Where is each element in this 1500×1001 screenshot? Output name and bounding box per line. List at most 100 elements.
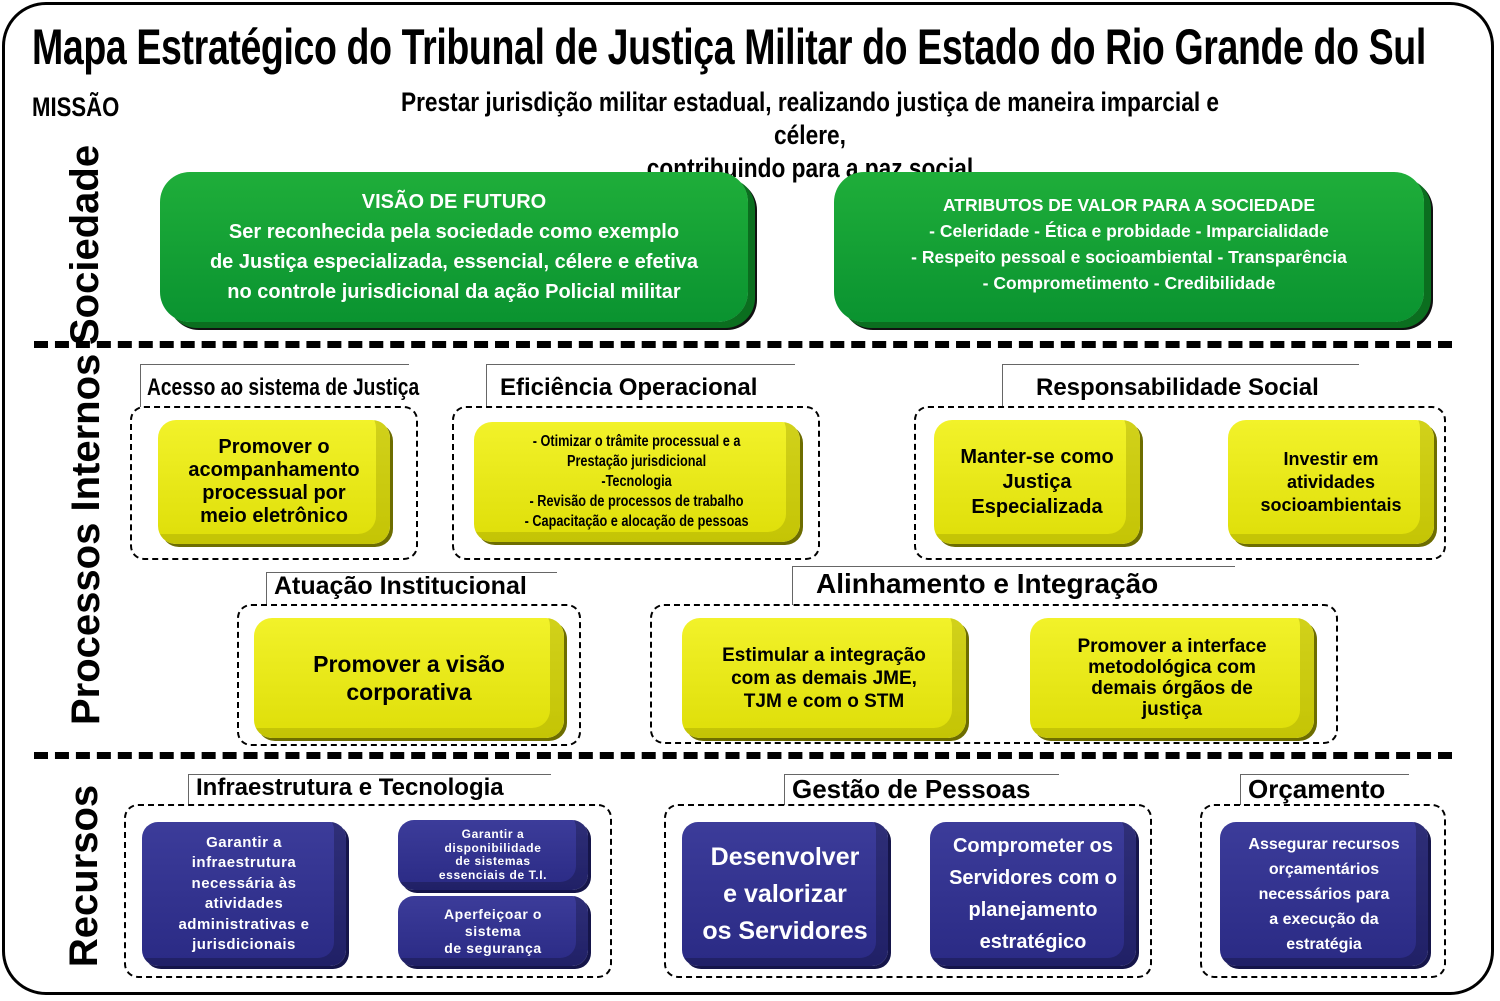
box-line: estratégico — [979, 931, 1087, 953]
box-line: jurisdicionais — [192, 936, 296, 953]
objective-eficiencia-operacional: - Otimizar o trâmite processual e a Pres… — [474, 422, 800, 542]
box-line: necessária às — [191, 874, 297, 892]
bracket — [1002, 364, 1359, 407]
box-line: com as demais JME, — [731, 667, 917, 689]
group-title-pessoas: Gestão de Pessoas — [792, 774, 1031, 804]
box-line: Estimular a integração — [722, 644, 926, 666]
objective-comprometer-servidores: Comprometer os Servidores com o planejam… — [930, 822, 1136, 966]
box-line: Especializada — [971, 495, 1103, 518]
box-line: TJM e com o STM — [743, 690, 905, 712]
box-line: justiça — [1141, 699, 1203, 720]
group-alinhamento — [650, 604, 1338, 744]
box-line: Promover o — [218, 436, 330, 458]
box-line: Promover a visão — [313, 651, 505, 677]
box-line: Prestação jurisdicional — [567, 453, 707, 470]
objective-justica-especializada: Manter-se como Justiça Especializada — [934, 420, 1140, 544]
box-line: -Tecnologia — [601, 473, 673, 490]
separator-2 — [34, 752, 1452, 759]
visao-line: no controle jurisdicional da ação Polici… — [227, 281, 681, 303]
box-line: Investir em — [1283, 448, 1379, 469]
atributos-heading: ATRIBUTOS DE VALOR PARA A SOCIEDADE — [942, 195, 1316, 215]
group-atuacao — [237, 604, 581, 746]
visao-line: Ser reconhecida pela sociedade como exem… — [228, 221, 680, 243]
box-line: Comprometer os — [952, 835, 1114, 857]
objective-recursos-orcamentarios: Assegurar recursos orçamentários necessá… — [1220, 822, 1428, 966]
bracket — [486, 364, 795, 407]
objective-valorizar-servidores: Desenvolver e valorizar os Servidores — [682, 822, 888, 966]
box-line: Promover a interface — [1077, 636, 1267, 657]
box-line: Aperfeiçoar o — [443, 905, 543, 922]
box-line: metodológica com — [1088, 657, 1256, 678]
box-line: Manter-se como — [960, 445, 1114, 468]
box-line: de sistemas — [455, 854, 531, 868]
box-line: essenciais de T.I. — [438, 867, 548, 882]
bracket — [1240, 774, 1409, 805]
group-title-orcamento: Orçamento — [1248, 774, 1386, 804]
box-line: - Capacitação e alocação de pessoas — [525, 513, 749, 530]
box-line: - Revisão de processos de trabalho — [529, 493, 745, 510]
bracket — [784, 774, 1059, 805]
bracket — [140, 364, 409, 407]
box-line: Justiça — [1002, 470, 1072, 493]
objective-socioambientais: Investir em atividades socioambientais — [1228, 420, 1434, 544]
objective-garantir-infraestrutura: Garantir a infraestrutura necessária às … — [142, 822, 346, 966]
box-line: - Otimizar o trâmite processual e a — [533, 433, 741, 450]
group-title-infra: Infraestrutura e Tecnologia — [196, 774, 504, 801]
objective-visao-corporativa: Promover a visão corporativa — [254, 618, 564, 738]
atributos-box: ATRIBUTOS DE VALOR PARA A SOCIEDADE - Ce… — [834, 172, 1424, 322]
objective-integracao-jme: Estimular a integração com as demais JME… — [682, 618, 966, 738]
group-pessoas — [664, 804, 1152, 978]
perspective-processos: Processos Internos — [64, 353, 108, 725]
missao-statement: Prestar jurisdição militar estadual, rea… — [382, 86, 1239, 185]
objective-interface-metodologica: Promover a interface metodológica com de… — [1030, 618, 1314, 738]
box-line: Assegurar recursos — [1248, 835, 1400, 853]
group-acesso — [130, 406, 418, 560]
atributos-line: - Respeito pessoal e socioambiental - Tr… — [911, 247, 1347, 267]
box-line: sistema — [464, 922, 522, 939]
box-line: corporativa — [346, 679, 472, 705]
box-line: Garantir a — [461, 827, 525, 841]
box-line: infraestrutura — [191, 854, 297, 871]
group-title-eficiencia: Eficiência Operacional — [500, 374, 758, 401]
missao-line: Prestar jurisdição militar estadual, rea… — [400, 87, 1220, 150]
bracket — [792, 566, 1235, 605]
perspective-recursos: Recursos — [62, 784, 106, 968]
objective-acompanhamento-eletronico: Promover o acompanhamento processual por… — [158, 420, 390, 544]
objective-disponibilidade-ti: Garantir a disponibilidade de sistemas e… — [398, 820, 588, 890]
box-line: de segurança — [444, 939, 542, 956]
box-line: administrativas e — [178, 915, 310, 933]
bracket — [266, 572, 557, 605]
visao-line: de Justiça especializada, essencial, cél… — [209, 251, 699, 273]
atributos-line: - Comprometimento - Credibilidade — [982, 273, 1276, 293]
box-line: orçamentários — [1268, 860, 1380, 878]
box-line: Desenvolver — [710, 842, 860, 871]
box-line: estratégia — [1286, 935, 1362, 953]
box-line: a execução da — [1269, 910, 1379, 928]
atributos-line: - Celeridade - Ética e probidade - Impar… — [929, 221, 1329, 241]
group-responsabilidade — [914, 406, 1446, 560]
box-line: planejamento — [968, 899, 1098, 921]
perspective-sociedade: Sociedade — [63, 144, 107, 345]
group-title-responsabilidade: Responsabilidade Social — [1036, 374, 1319, 401]
box-line: Servidores com o — [949, 867, 1117, 889]
box-line: meio eletrônico — [200, 505, 348, 527]
separator-1 — [34, 341, 1452, 348]
box-line: acompanhamento — [188, 459, 360, 481]
group-infra — [124, 804, 612, 978]
visao-de-futuro-box: VISÃO DE FUTURO Ser reconhecida pela soc… — [160, 172, 748, 322]
box-line: atividades — [1286, 471, 1376, 492]
box-line: atividades — [204, 895, 284, 912]
group-title-alinhamento: Alinhamento e Integração — [816, 568, 1159, 599]
objective-sistema-seguranca: Aperfeiçoar o sistema de segurança — [398, 896, 588, 966]
box-line: os Servidores — [702, 916, 868, 945]
box-line: processual por — [202, 482, 346, 504]
bracket — [188, 774, 551, 805]
box-line: necessários para — [1258, 885, 1390, 903]
group-title-acesso: Acesso ao sistema de Justiça — [147, 374, 420, 401]
box-line: e valorizar — [723, 879, 847, 908]
visao-heading: VISÃO DE FUTURO — [361, 191, 547, 213]
page-title: Mapa Estratégico do Tribunal de Justiça … — [32, 19, 1426, 75]
missao-label: MISSÃO — [32, 92, 120, 122]
box-line: disponibilidade — [444, 840, 542, 855]
group-title-atuacao: Atuação Institucional — [274, 572, 527, 600]
